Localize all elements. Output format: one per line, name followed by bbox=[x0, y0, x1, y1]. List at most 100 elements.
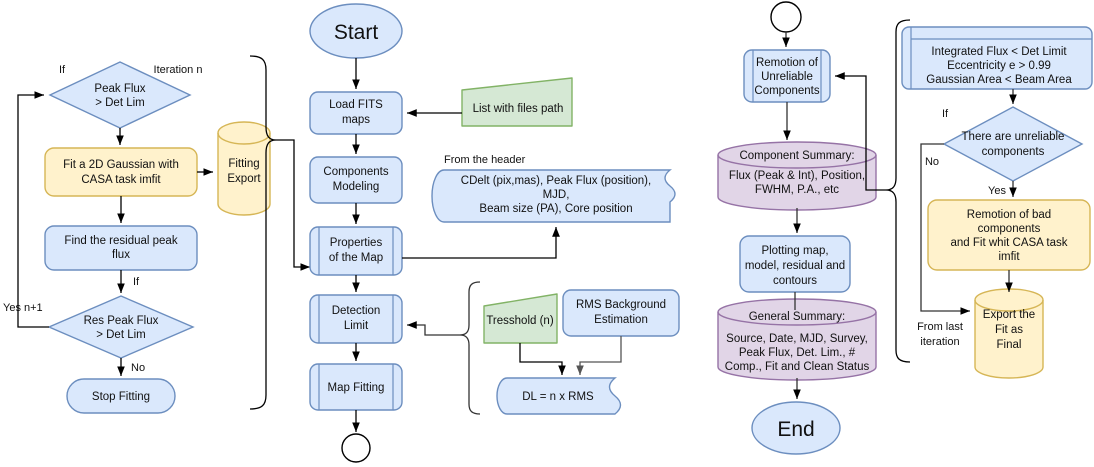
label-iteration-n: Iteration n bbox=[154, 64, 203, 76]
load-fits-line1: Load FITS bbox=[329, 99, 383, 111]
find-residual-line2: flux bbox=[112, 249, 130, 261]
decision-peak-flux-line2: > Det Lim bbox=[95, 97, 145, 109]
map-fitting-label: Map Fitting bbox=[328, 382, 385, 394]
export-fit-line2: Fit as bbox=[995, 324, 1023, 336]
end-label: End bbox=[777, 418, 814, 441]
components-modeling-line1: Components bbox=[323, 166, 388, 178]
datastore-general-summary[interactable]: General Summary: Source, Date, MJD, Surv… bbox=[717, 298, 877, 381]
process-load-fits-maps[interactable]: Load FITS maps bbox=[309, 91, 403, 135]
remotion-bad-line4: imfit bbox=[998, 251, 1020, 263]
input-list-with-files-path[interactable]: List with files path bbox=[461, 77, 573, 127]
terminator-end[interactable]: End bbox=[751, 401, 841, 455]
remotion-bad-line1: Remotion of bad bbox=[967, 209, 1051, 221]
remotion-unreliable-line1: Remotion of bbox=[756, 57, 819, 69]
process-rms-background-estimation[interactable]: RMS Background Estimation bbox=[562, 289, 680, 337]
connector-off-page-top[interactable] bbox=[770, 1, 802, 33]
process-fit-2d-gaussian[interactable]: Fit a 2D Gaussian with CASA task imfit bbox=[44, 147, 198, 197]
decision-res-peak-line2: > Det Lim bbox=[96, 329, 146, 341]
rms-background-line2: Estimation bbox=[594, 314, 648, 326]
from-last-iteration-line2: iteration bbox=[920, 336, 959, 348]
from-last-iteration-line1: From last bbox=[917, 321, 963, 333]
criteria-line3: Gaussian Area < Beam Area bbox=[926, 74, 1072, 86]
component-summary-line2: FWHM, P.A., etc bbox=[755, 184, 839, 196]
input-threshold[interactable]: Tresshold (n) bbox=[483, 293, 558, 344]
general-summary-line2: Peak Flux, Det. Lim., # bbox=[739, 347, 856, 359]
header-doc-line3: Beam size (PA), Core position bbox=[479, 203, 632, 215]
components-modeling-line2: Modeling bbox=[333, 181, 380, 193]
fit-gaussian-line1: Fit a 2D Gaussian with bbox=[63, 159, 179, 171]
decision-there-are-unreliable-components[interactable]: There are unreliable components bbox=[942, 106, 1084, 182]
datastore-fitting-export[interactable]: Fitting Export bbox=[217, 121, 271, 216]
decision-unreliable-line2: components bbox=[982, 146, 1045, 158]
terminator-stop-fitting[interactable]: Stop Fitting bbox=[66, 378, 176, 414]
brace-left-group bbox=[249, 55, 310, 410]
criteria-line1: Integrated Flux < Det Limit bbox=[931, 46, 1067, 58]
rms-background-line1: RMS Background bbox=[576, 299, 666, 311]
label-yes-n-plus-1: Yes n+1 bbox=[3, 302, 43, 314]
process-remotion-unreliable-components[interactable]: Remotion of Unreliable Components bbox=[743, 49, 831, 103]
properties-map-line2: of the Map bbox=[329, 252, 383, 264]
process-plotting-map[interactable]: Plotting map, model, residual and contou… bbox=[739, 235, 851, 293]
decision-unreliable-line1: There are unreliable bbox=[962, 131, 1065, 143]
label-yes-unreliable: Yes bbox=[988, 185, 1006, 197]
export-fit-line1: Export the bbox=[983, 309, 1035, 321]
fitting-export-line1: Fitting bbox=[228, 158, 259, 170]
dl-formula-label: DL = n x RMS bbox=[522, 391, 594, 403]
plotting-line2: model, residual and bbox=[745, 260, 845, 272]
brace-right-group bbox=[835, 19, 911, 363]
component-summary-line1: Flux (Peak & Int), Position, bbox=[729, 170, 865, 182]
decision-peak-flux-line1: Peak Flux bbox=[94, 83, 145, 95]
files-path-label: List with files path bbox=[473, 103, 564, 115]
terminator-start[interactable]: Start bbox=[309, 3, 403, 59]
label-if-unreliable: If bbox=[942, 108, 949, 120]
general-summary-line1: Source, Date, MJD, Survey, bbox=[726, 333, 868, 345]
export-fit-line3: Final bbox=[997, 339, 1022, 351]
process-properties-of-the-map[interactable]: Properties of the Map bbox=[309, 226, 403, 276]
label-if-peak-flux: If bbox=[59, 64, 66, 76]
remotion-unreliable-line2: Unreliable bbox=[761, 71, 813, 83]
datastore-export-fit-final[interactable]: Export the Fit as Final bbox=[974, 288, 1044, 379]
fitting-export-line2: Export bbox=[227, 173, 261, 185]
criteria-line2: Eccentricity e > 0.99 bbox=[947, 60, 1051, 72]
component-summary-title: Component Summary: bbox=[739, 150, 854, 162]
process-detection-limit[interactable]: Detection Limit bbox=[309, 294, 403, 344]
process-remotion-bad-components[interactable]: Remotion of bad components and Fit whit … bbox=[927, 199, 1091, 271]
plotting-line3: contours bbox=[773, 275, 817, 287]
label-if-residual: If bbox=[133, 276, 140, 288]
process-find-residual-peak-flux[interactable]: Find the residual peak flux bbox=[44, 225, 198, 271]
process-unreliable-criteria[interactable]: Integrated Flux < Det Limit Eccentricity… bbox=[901, 26, 1093, 90]
decision-res-peak-line1: Res Peak Flux bbox=[84, 315, 159, 327]
document-dl-formula[interactable]: DL = n x RMS bbox=[496, 377, 622, 415]
connector-off-page-bottom[interactable] bbox=[341, 433, 371, 463]
remotion-bad-line2: components bbox=[978, 223, 1041, 235]
fit-gaussian-line2: CASA task imfit bbox=[81, 174, 161, 186]
edges-right-center-column bbox=[782, 32, 801, 399]
header-doc-line1: CDelt (pix,mas), Peak Flux (position), bbox=[461, 175, 651, 187]
load-fits-line2: maps bbox=[342, 114, 370, 126]
general-summary-line3: Comp., Fit and Clean Status bbox=[725, 361, 870, 373]
datastore-component-summary[interactable]: Component Summary: Flux (Peak & Int), Po… bbox=[717, 141, 877, 211]
start-label: Start bbox=[334, 21, 379, 44]
general-summary-title: General Summary: bbox=[749, 311, 846, 323]
remotion-bad-line3: and Fit whit CASA task bbox=[951, 237, 1068, 249]
edges-far-right-column bbox=[920, 89, 1017, 315]
detection-limit-line1: Detection bbox=[332, 305, 381, 317]
caption-from-the-header: From the header bbox=[444, 154, 526, 166]
threshold-label: Tresshold (n) bbox=[486, 315, 553, 327]
label-no-res-peak: No bbox=[131, 362, 145, 374]
decision-res-peak-flux[interactable]: Res Peak Flux > Det Lim bbox=[47, 295, 195, 359]
find-residual-line1: Find the residual peak bbox=[64, 235, 177, 247]
detection-limit-line2: Limit bbox=[344, 320, 369, 332]
plotting-line1: Plotting map, bbox=[761, 245, 828, 257]
process-map-fitting[interactable]: Map Fitting bbox=[309, 363, 403, 411]
stop-fitting-label: Stop Fitting bbox=[92, 391, 150, 403]
process-components-modeling[interactable]: Components Modeling bbox=[309, 156, 403, 204]
document-header-properties[interactable]: CDelt (pix,mas), Peak Flux (position), M… bbox=[431, 169, 676, 223]
remotion-unreliable-line3: Components bbox=[754, 85, 819, 97]
edges-left-column bbox=[17, 91, 213, 376]
edges-center-column bbox=[352, 58, 622, 432]
header-doc-line2: MJD, bbox=[543, 189, 570, 201]
label-no-unreliable: No bbox=[925, 156, 939, 168]
